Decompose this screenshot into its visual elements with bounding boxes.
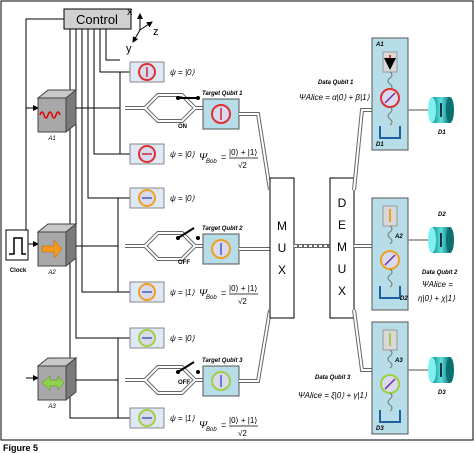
control-wires [25,18,130,419]
switch-3-label: OFF [178,380,190,386]
detector-d2: D2 [428,212,454,253]
svg-text:Ψ: Ψ [199,288,208,299]
target-qubit-3-label: Target Qubit 3 [202,358,243,364]
cavity-3: A3 D3 [371,321,409,435]
svg-text:=: = [221,288,226,298]
cavity-d1-label: D1 [376,142,384,148]
alice-formula-3: ΨAlice = ξ|0⟩ + γ|1⟩ [298,391,368,400]
axis-y-label: y [126,43,132,55]
data-qubit-3-label: Data Qubit 3 [315,375,351,381]
qubit-state-6: ψ = |1⟩ [170,414,195,423]
mux-letter-u: U [278,241,287,255]
switch-2-label: OFF [178,260,190,266]
demux-letter-m: M [337,240,347,254]
detector-d1-label: D1 [438,130,446,136]
axis-z-label: z [153,26,159,38]
switch-1-label: ON [178,124,187,130]
cavity-d2-label: D2 [400,296,408,302]
bob-frac-num-2: |0⟩ + |1⟩ [229,284,257,293]
bob-frac-den-2: √2 [238,297,247,306]
demux-letter-u: U [338,262,347,276]
atom-a1: A1 [36,88,78,142]
target-qubit-1: Target Qubit 1 [202,91,243,130]
axes-indicator: x z y [126,6,159,55]
atom-a2-label: A2 [47,270,56,276]
alice-formula-1: ΨAlice = α|0⟩ + β|1⟩ [299,93,371,102]
axis-x-label: x [127,6,133,18]
control-box: Control [63,8,132,30]
clock: Clock [5,229,38,274]
qubit-source-2: ψ = |0⟩ [129,143,195,165]
detector-d3-label: D3 [438,390,446,396]
switch-1: ON [176,96,200,130]
bob-frac-num-3: |0⟩ + |1⟩ [229,416,257,425]
data-qubit-2: Data Qubit 2 ΨAlice = η|0⟩ + χ|1⟩ [418,270,458,303]
qubit-source-5: ψ = |0⟩ [129,327,195,349]
cavity-a2-label: A2 [394,234,403,240]
bob-frac-den-1: √2 [238,161,247,170]
mux-letter-m: M [277,219,287,233]
atom-beams [76,71,130,419]
qubit-state-5: ψ = |0⟩ [170,334,195,343]
bob-formula-3: Ψ Bob = |0⟩ + |1⟩ √2 [199,416,258,438]
svg-text:Bob: Bob [206,295,217,301]
clock-label: Clock [10,268,27,274]
demux-letter-e: E [338,218,346,232]
cavity-a3-label: A3 [394,358,403,364]
qubit-state-2: ψ = |0⟩ [170,150,195,159]
qubit-source-6: ψ = |1⟩ [129,407,195,429]
detector-d2-label: D2 [438,212,446,218]
svg-text:=: = [221,420,226,430]
mux-box: M U X [269,177,295,319]
data-qubit-3: Data Qubit 3 ΨAlice = ξ|0⟩ + γ|1⟩ [298,375,368,400]
control-label: Control [76,12,118,27]
demux-letter-x: X [338,284,346,298]
svg-text:Ψ: Ψ [199,152,208,163]
switch-2: OFF [176,227,200,266]
alice-formula-2b: η|0⟩ + χ|1⟩ [418,294,456,303]
data-qubit-1: Data Qubit 1 ΨAlice = α|0⟩ + β|1⟩ [299,80,371,102]
demux-box: D E M U X [329,177,355,319]
detector-d1: D1 [428,97,454,136]
data-qubit-1-label: Data Qubit 1 [318,80,354,86]
qubit-source-4: ψ = |1⟩ [129,281,195,303]
svg-text:Bob: Bob [206,427,217,433]
target-qubit-2: Target Qubit 2 [202,226,243,265]
atom-a1-label: A1 [47,136,55,142]
target-qubit-3: Target Qubit 3 [202,358,243,397]
qubit-source-3: ψ = |0⟩ [129,187,195,209]
svg-text:Bob: Bob [206,159,217,165]
bob-formula-1: Ψ Bob = |0⟩ + |1⟩ √2 [199,148,258,170]
switch-3: OFF [176,361,200,386]
qubit-state-3: ψ = |0⟩ [170,194,195,203]
bob-frac-num-1: |0⟩ + |1⟩ [229,148,257,157]
cavity-d3-label: D3 [376,426,384,432]
data-qubit-2-label: Data Qubit 2 [422,270,458,276]
qubit-state-4: ψ = |1⟩ [170,288,195,297]
atom-a2: A2 [36,222,78,276]
svg-text:=: = [221,152,226,162]
atom-a3-label: A3 [47,404,56,410]
detector-d3: D3 [428,357,454,396]
demux-letter-d: D [338,196,347,210]
figure-caption: Figure 5 [3,443,38,453]
bob-formula-2: Ψ Bob = |0⟩ + |1⟩ √2 [199,284,258,306]
qubit-state-1: ψ = |0⟩ [170,68,195,77]
cavity-1: A1 D1 [371,37,409,151]
bob-frac-den-3: √2 [238,429,247,438]
atom-a3: A3 [36,356,78,410]
cavity-2: A2 D2 [371,197,409,311]
target-qubit-2-label: Target Qubit 2 [202,226,243,232]
qubit-source-1: ψ = |0⟩ [129,61,195,83]
figure-frame [0,0,474,441]
mux-letter-x: X [278,263,286,277]
svg-text:Ψ: Ψ [199,420,208,431]
target-qubit-1-label: Target Qubit 1 [202,91,243,97]
alice-formula-2a: ΨAlice = [422,280,453,289]
cavity-a1-label: A1 [375,42,384,48]
